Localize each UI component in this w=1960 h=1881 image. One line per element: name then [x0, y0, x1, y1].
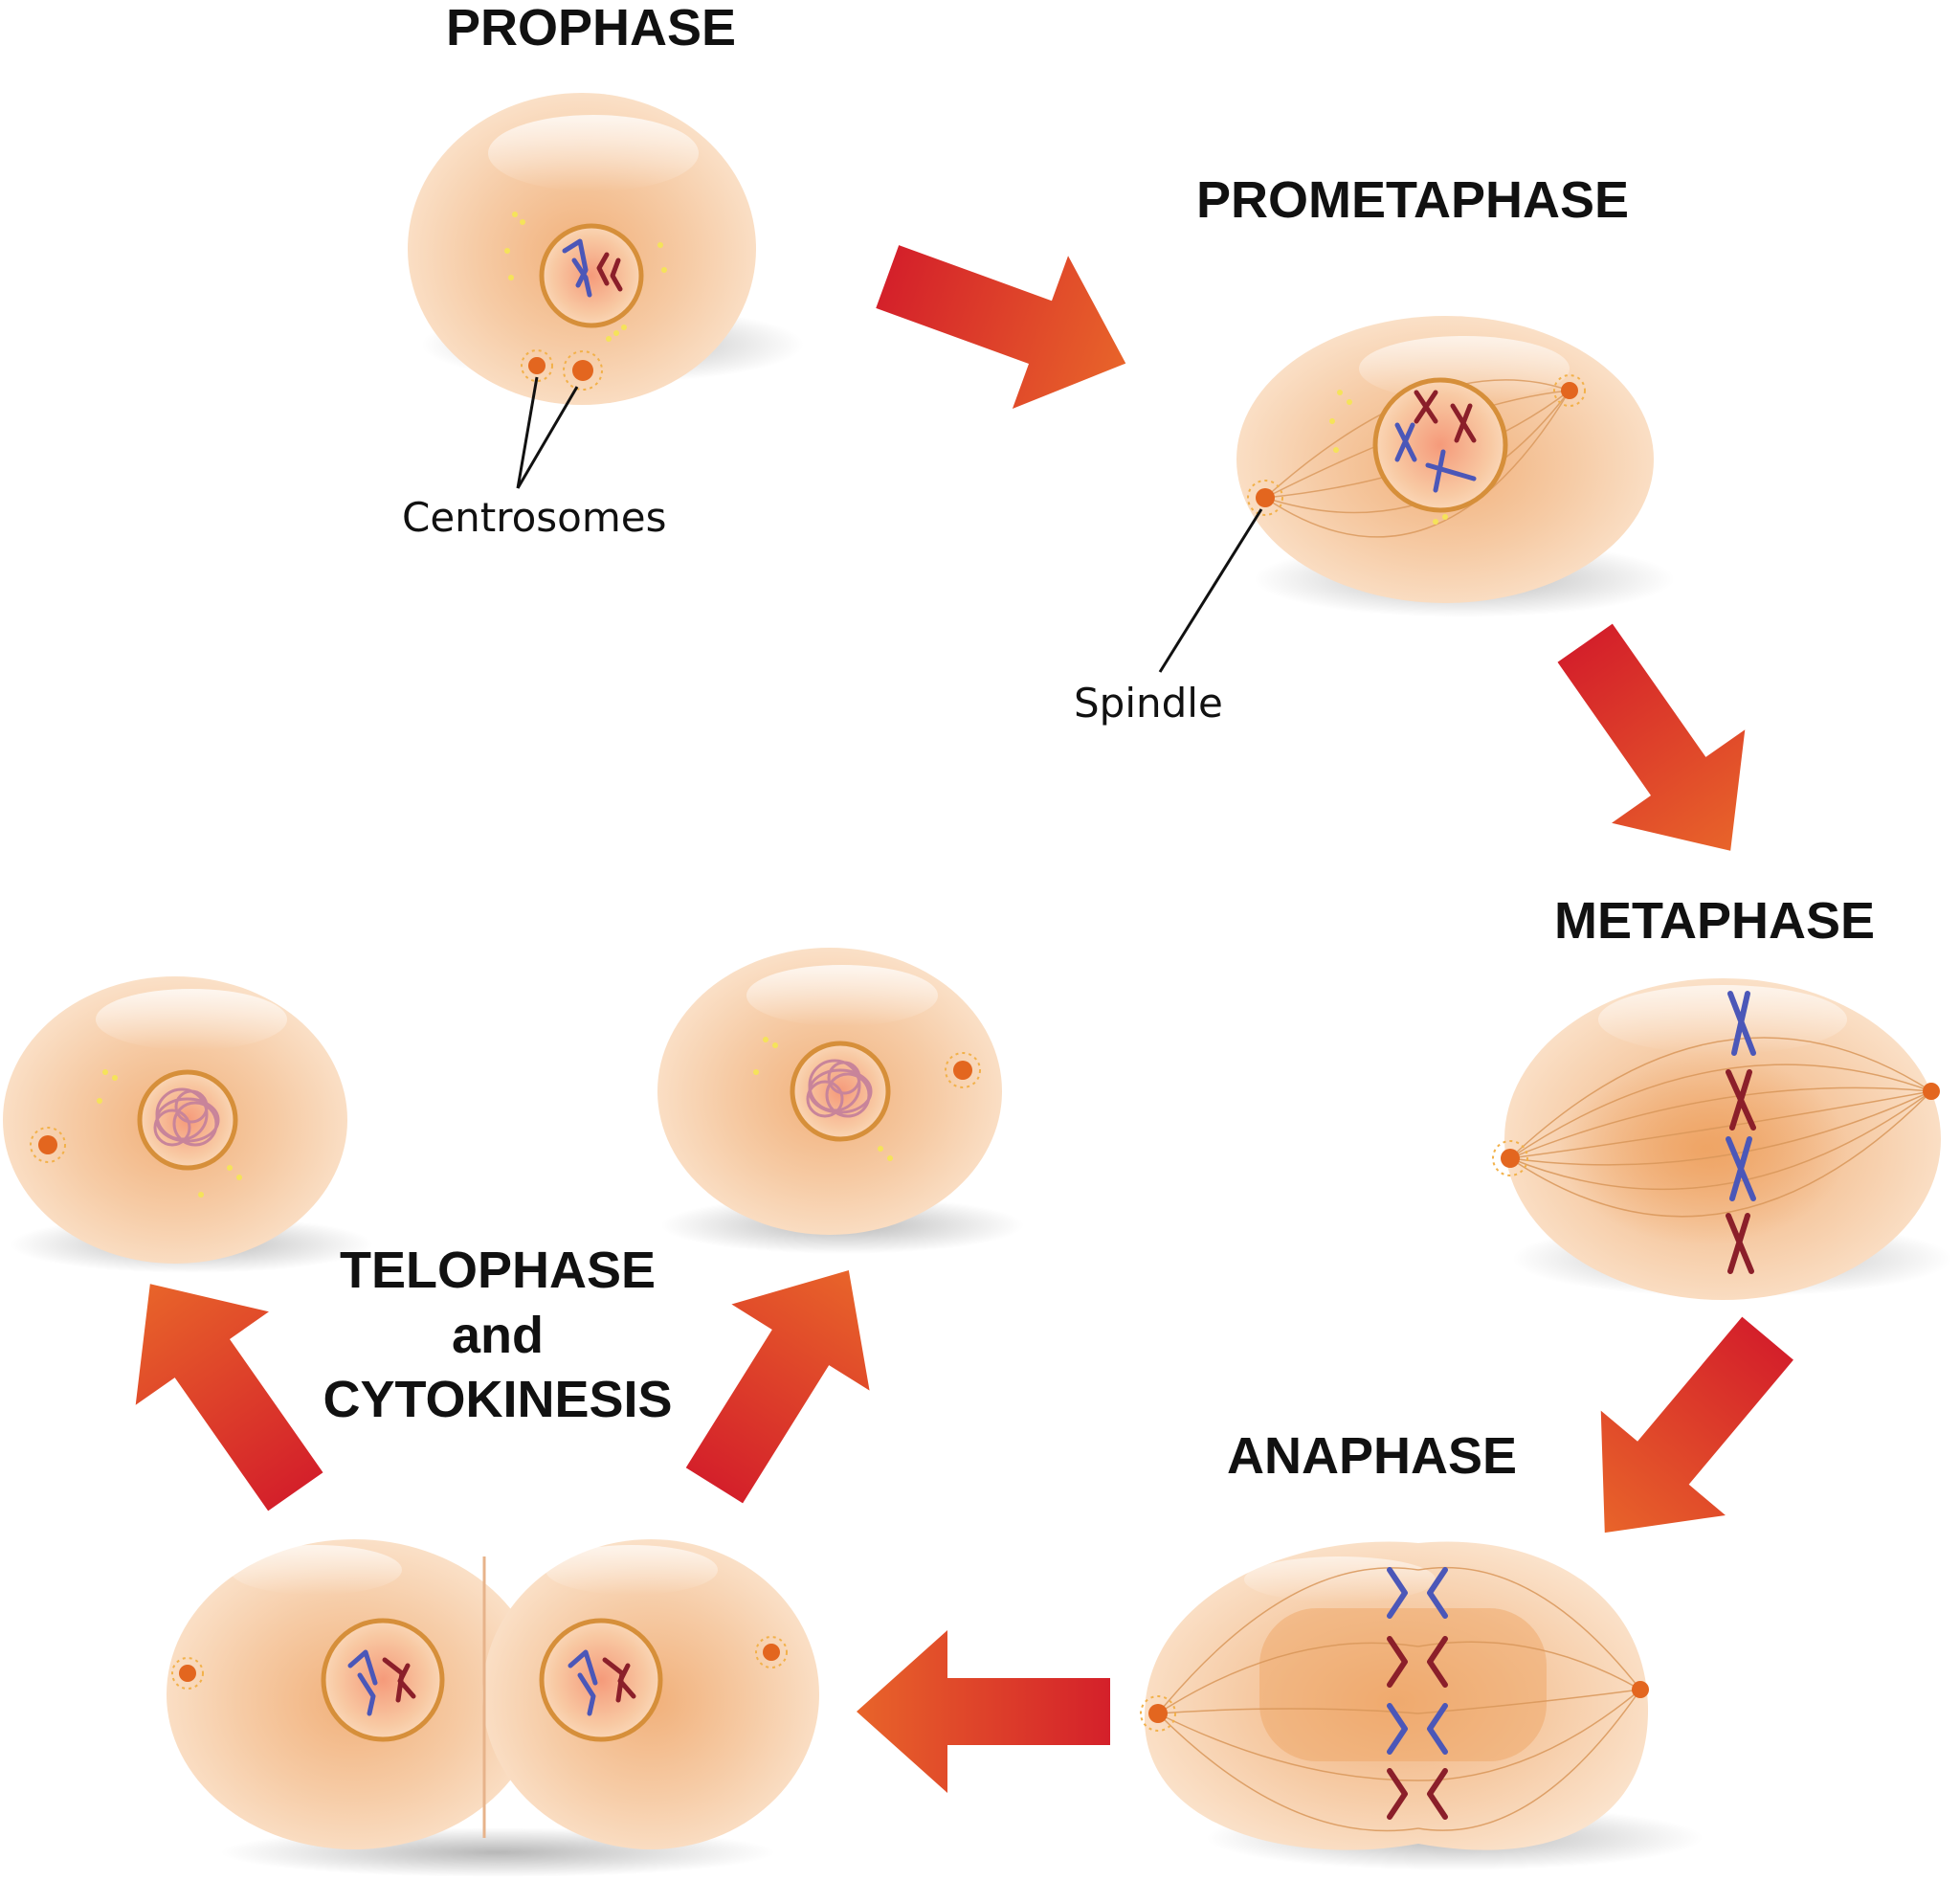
- cytokinesis-cell: [167, 1539, 819, 1877]
- chromatin-tangle: [806, 1059, 873, 1118]
- spindle-label: Spindle: [1074, 680, 1223, 727]
- prometaphase-nucleus: [1372, 377, 1508, 513]
- anaphase-chromosomes: [1387, 1567, 1448, 1820]
- cytokinesis-centrosome: [755, 1636, 788, 1668]
- arrow-cytokinesis-to-right-daughter: [685, 1270, 870, 1504]
- prophase-centrosome: [563, 350, 603, 391]
- anaphase-title: ANAPHASE: [1227, 1427, 1518, 1485]
- daughter-cell-left: [3, 976, 373, 1273]
- telophase-cytokinesis-title: TELOPHASE and CYTOKINESIS: [306, 1239, 689, 1433]
- metaphase-centrosome: [1492, 1140, 1528, 1176]
- daughter-centrosome: [30, 1127, 66, 1163]
- prometaphase-title: PROMETAPHASE: [1196, 171, 1630, 229]
- prometaphase-centrosome: [1553, 374, 1586, 407]
- metaphase-title: METAPHASE: [1554, 892, 1876, 950]
- cytokinesis-centrosome: [171, 1657, 204, 1690]
- anaphase-centrosome: [1140, 1695, 1176, 1732]
- telophase-title-line3: CYTOKINESIS: [323, 1371, 673, 1428]
- prometaphase-centrosome: [1247, 480, 1283, 516]
- anaphase-cell: [1140, 1541, 1704, 1870]
- prophase-title: PROPHASE: [446, 0, 737, 56]
- telophase-title-line2: and: [451, 1306, 544, 1364]
- arrow-prophase-to-prometaphase: [876, 245, 1126, 409]
- metaphase-chromosomes: [1726, 991, 1756, 1274]
- daughter-cell-right: [657, 948, 1024, 1254]
- arrow-anaphase-to-cytokinesis: [857, 1630, 1110, 1793]
- arrow-metaphase-to-anaphase: [1600, 1316, 1793, 1534]
- cytokinesis-nucleus-left: [321, 1618, 445, 1742]
- arrow-cytokinesis-to-left-daughter: [135, 1284, 323, 1512]
- arrow-prometaphase-to-metaphase: [1557, 623, 1746, 851]
- cytokinesis-nucleus-right: [539, 1618, 663, 1742]
- centrosomes-label: Centrosomes: [402, 494, 667, 541]
- prophase-nucleus: [539, 223, 644, 328]
- metaphase-cell: [1492, 978, 1952, 1300]
- chromatin-tangle: [153, 1087, 220, 1147]
- daughter-centrosome: [945, 1052, 981, 1088]
- prometaphase-cell: [1158, 316, 1675, 673]
- prophase-centrosome: [521, 349, 553, 382]
- anaphase-centrosome: [1632, 1681, 1649, 1698]
- telophase-title-line1: TELOPHASE: [339, 1242, 657, 1299]
- prophase-cell: [408, 93, 804, 489]
- metaphase-centrosome: [1923, 1083, 1940, 1100]
